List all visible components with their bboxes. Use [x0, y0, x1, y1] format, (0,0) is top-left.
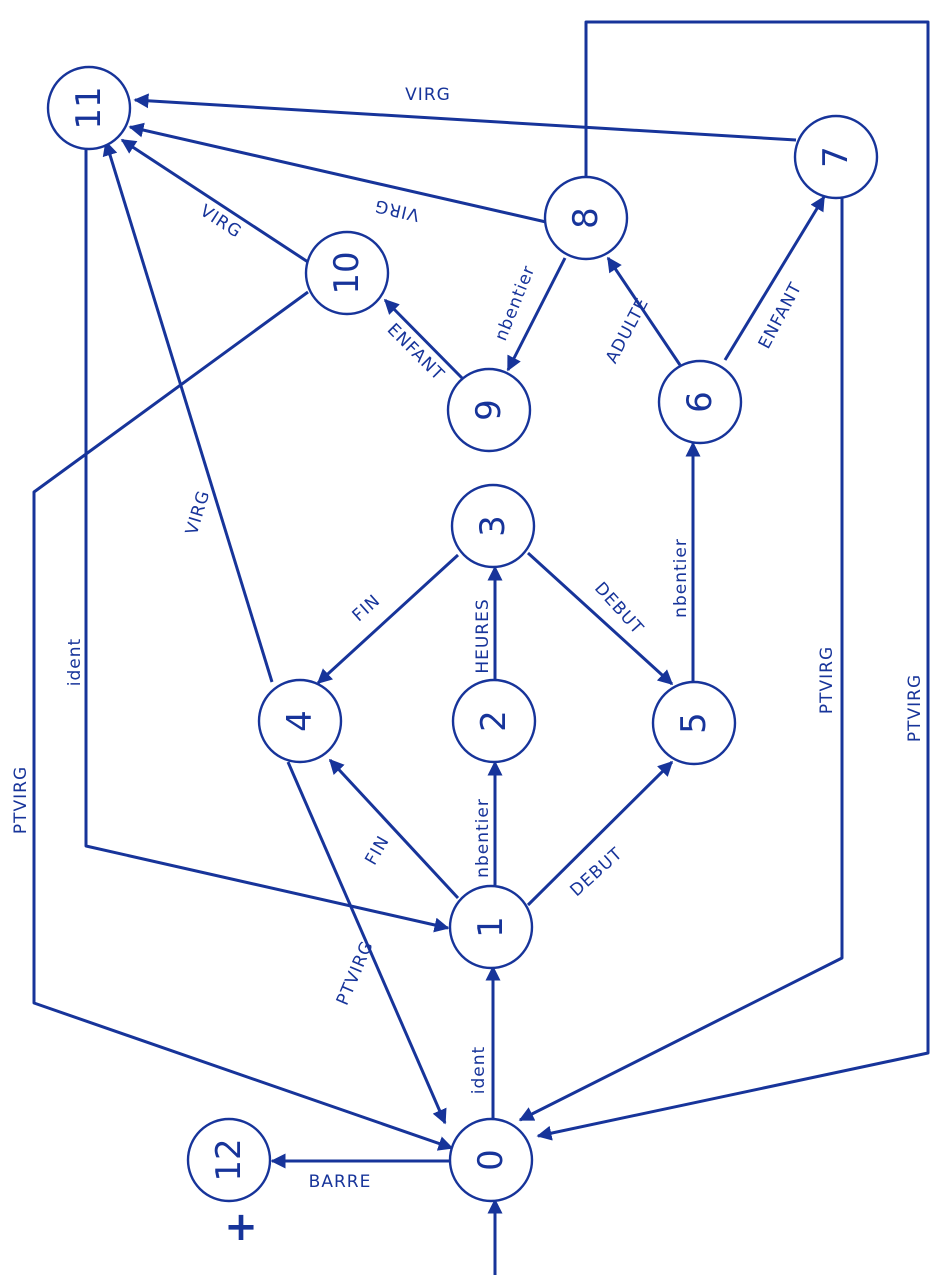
state-node-3: 3: [450, 483, 536, 569]
label-7-11: VIRG: [405, 85, 451, 105]
state-node-4: 4: [257, 678, 343, 764]
label-8-11: VIRG: [372, 195, 421, 225]
label-3-5: DEBUT: [590, 578, 647, 638]
edge-11-1: [84, 150, 450, 933]
state-node-11: 11: [46, 65, 132, 151]
label-1-5: DEBUT: [566, 844, 626, 901]
state-node-10: 10: [304, 230, 390, 316]
state-label-12: 12: [209, 1138, 249, 1181]
state-label-7: 7: [816, 146, 856, 168]
state-node-6: 6: [657, 359, 743, 445]
label-0-1: ident: [469, 1046, 489, 1094]
state-label-5: 5: [674, 712, 714, 734]
label-2-3: HEURES: [473, 598, 493, 673]
state-label-3: 3: [473, 515, 513, 537]
label-1-4: FIN: [361, 832, 394, 868]
state-label-6: 6: [680, 391, 720, 413]
label-8-0: PTVIRG: [905, 674, 925, 742]
edge-7-11: [133, 93, 797, 142]
nodes: 0 1 2 3 4 5 6 7: [46, 65, 879, 1203]
edge-7-0: [518, 198, 844, 1122]
label-0-12: BARRE: [309, 1172, 372, 1192]
edge-10-11: [120, 138, 309, 264]
state-label-9: 9: [469, 399, 509, 421]
label-8-9: nbentier: [491, 262, 539, 343]
edge-6-7: [723, 195, 826, 361]
state-node-2: 2: [451, 678, 537, 764]
state-node-8: 8: [543, 175, 629, 261]
state-node-5: 5: [651, 680, 737, 766]
edge-1-4: [328, 758, 460, 900]
label-6-7: ENFANT: [755, 279, 807, 352]
label-7-0: PTVIRG: [817, 646, 837, 714]
edge-8-9: [506, 257, 567, 372]
label-3-4: FIN: [349, 591, 385, 626]
edge-1-5: [526, 760, 674, 907]
edge-3-5: [526, 551, 674, 686]
label-1-2: nbentier: [473, 798, 493, 878]
state-node-7: 7: [793, 114, 879, 200]
state-node-1: 1: [448, 884, 534, 970]
edge-4-0: [286, 761, 447, 1125]
state-label-10: 10: [327, 251, 367, 294]
edge-10-0: [32, 290, 454, 1151]
state-label-1: 1: [471, 916, 511, 938]
state-node-0: 0: [448, 1117, 534, 1203]
edge-6-8: [606, 256, 682, 366]
state-label-8: 8: [566, 207, 606, 229]
label-5-6: nbentier: [671, 538, 691, 618]
state-node-9: 9: [446, 367, 532, 453]
edge-8-0: [536, 20, 930, 1141]
edge-3-4: [316, 553, 460, 685]
state-node-12: 12: [186, 1117, 272, 1203]
label-6-8: ADULTE: [602, 294, 653, 366]
plus-mark: +: [224, 1204, 258, 1250]
state-label-11: 11: [69, 86, 109, 129]
label-10-11: VIRG: [196, 201, 245, 243]
label-4-11: VIRG: [182, 488, 214, 537]
edge-9-10: [383, 298, 464, 380]
label-11-1: ident: [65, 638, 85, 686]
edge-4-11: [102, 140, 274, 683]
state-label-4: 4: [280, 710, 320, 732]
label-10-0: PTVIRG: [11, 766, 31, 834]
edges: ident BARRE nbentier FIN DEBUT HEURES FI…: [11, 20, 930, 1275]
label-4-0: PTVIRG: [333, 938, 378, 1009]
state-label-0: 0: [471, 1149, 511, 1171]
edge-8-11: [128, 122, 547, 224]
state-label-2: 2: [474, 710, 514, 732]
